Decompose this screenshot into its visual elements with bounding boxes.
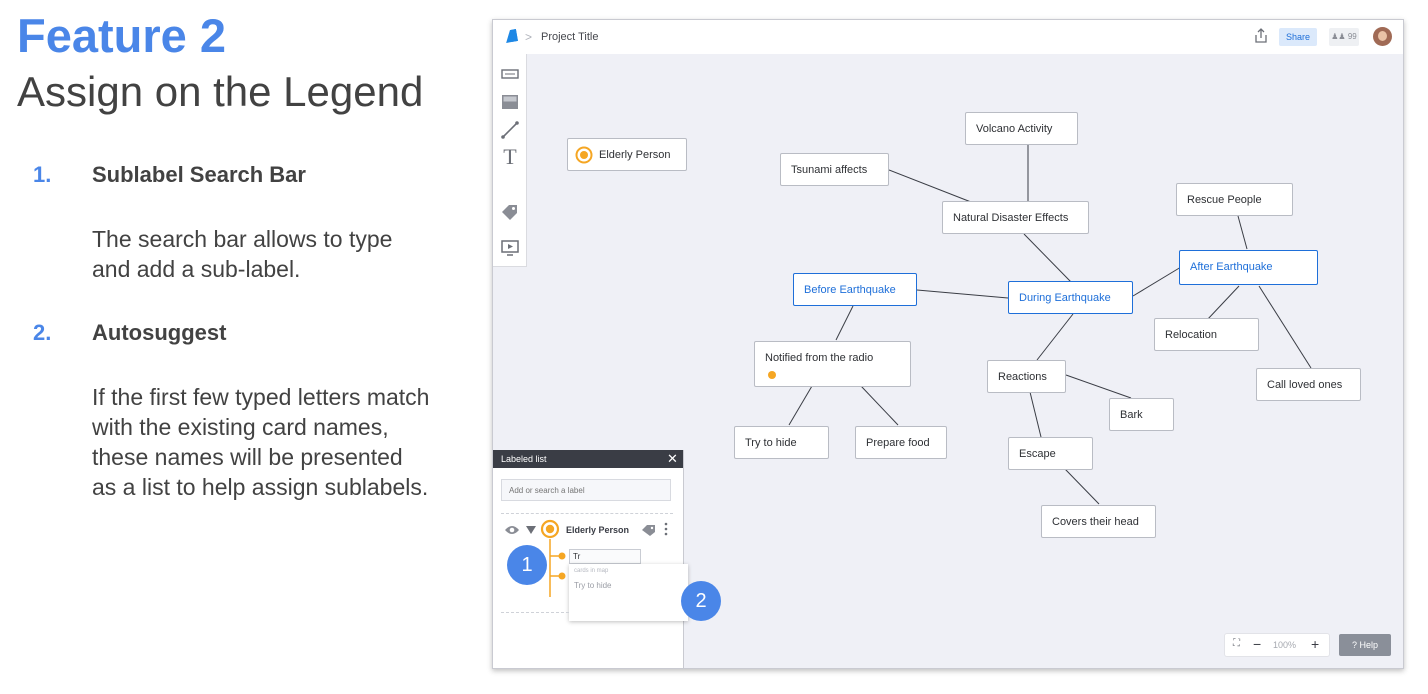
autosuggest-caption: cards in map bbox=[574, 568, 609, 574]
item-number-1: 1. bbox=[33, 162, 52, 187]
card-prepare-food[interactable]: Prepare food bbox=[855, 426, 947, 459]
card-during-earthquake[interactable]: During Earthquake bbox=[1008, 281, 1133, 314]
callout-badge-2: 2 bbox=[681, 581, 721, 621]
label-search-bar[interactable] bbox=[501, 479, 671, 501]
map-connectors bbox=[788, 145, 1312, 505]
close-icon[interactable]: ✕ bbox=[667, 451, 678, 466]
card-notified-label: Notified from the radio bbox=[765, 352, 874, 364]
feature-description: Feature 2 Assign on the Legend 1. Sublab… bbox=[0, 0, 480, 694]
users-icon: ♟♟ bbox=[1331, 32, 1348, 41]
upload-icon[interactable] bbox=[1252, 27, 1270, 45]
panel-header: Labeled list ✕ bbox=[493, 450, 683, 468]
more-options-icon[interactable] bbox=[663, 522, 669, 536]
sublabel-tree-lines bbox=[549, 539, 566, 597]
feature-title: Feature 2 bbox=[17, 9, 226, 62]
label-search-input[interactable] bbox=[502, 480, 666, 501]
tag-icon[interactable] bbox=[641, 523, 657, 537]
card-reactions[interactable]: Reactions bbox=[987, 360, 1066, 393]
zoom-controls: ⛶ − 100% + bbox=[1225, 634, 1329, 656]
callout-badge-1: 1 bbox=[507, 545, 547, 585]
item-body-1: The search bar allows to type and add a … bbox=[92, 226, 393, 282]
item-heading-1: Sublabel Search Bar bbox=[92, 162, 306, 187]
card-try-to-hide[interactable]: Try to hide bbox=[734, 426, 829, 459]
legend-card[interactable]: Elderly Person bbox=[567, 138, 687, 171]
card-escape[interactable]: Escape bbox=[1008, 437, 1093, 470]
users-count-button[interactable]: ♟♟ 99 bbox=[1329, 28, 1359, 46]
connector-tool-icon[interactable] bbox=[500, 120, 520, 140]
label-tool-icon[interactable] bbox=[500, 202, 520, 222]
share-button[interactable]: Share bbox=[1279, 28, 1317, 46]
zoom-level: 100% bbox=[1273, 640, 1297, 650]
autosuggest-item[interactable]: Try to hide bbox=[574, 581, 612, 590]
app-window: > Project Title Share ♟♟ 99 T bbox=[492, 19, 1404, 669]
card-relocation[interactable]: Relocation bbox=[1154, 318, 1259, 351]
users-count: 99 bbox=[1347, 32, 1357, 41]
project-title[interactable]: Project Title bbox=[541, 31, 599, 43]
orange-label-icon bbox=[575, 146, 593, 164]
label-name: Elderly Person bbox=[566, 525, 630, 535]
labeled-list-panel: Labeled list ✕ Elderly Person Tr cards i… bbox=[493, 450, 688, 668]
presentation-tool-icon[interactable] bbox=[500, 238, 520, 258]
card-rescue[interactable]: Rescue People bbox=[1176, 183, 1293, 216]
fit-screen-icon[interactable]: ⛶ bbox=[1233, 638, 1240, 649]
card-volcano[interactable]: Volcano Activity bbox=[965, 112, 1078, 145]
panel-title: Labeled list bbox=[501, 454, 547, 464]
item-number-2: 2. bbox=[33, 320, 52, 345]
autosuggest-dropdown: cards in map Try to hide bbox=[569, 564, 688, 621]
card-natural-disaster[interactable]: Natural Disaster Effects bbox=[942, 201, 1089, 234]
top-bar: > Project Title Share ♟♟ 99 bbox=[493, 20, 1403, 54]
divider bbox=[501, 612, 569, 613]
orange-sublabel-dot bbox=[768, 371, 776, 379]
card-notified[interactable]: Notified from the radio bbox=[754, 341, 911, 387]
text-tool-icon[interactable]: T bbox=[503, 144, 517, 169]
zoom-in-button[interactable]: + bbox=[1311, 636, 1320, 652]
feature-subtitle: Assign on the Legend bbox=[17, 68, 424, 115]
card-tsunami[interactable]: Tsunami affects bbox=[780, 153, 889, 186]
caret-down-icon[interactable] bbox=[526, 526, 536, 534]
card-before-earthquake[interactable]: Before Earthquake bbox=[793, 273, 917, 306]
card-bark[interactable]: Bark bbox=[1109, 398, 1174, 431]
help-button[interactable]: ? Help bbox=[1339, 634, 1391, 656]
eye-icon[interactable] bbox=[504, 524, 520, 536]
legend-card-label: Elderly Person bbox=[599, 149, 671, 161]
divider bbox=[501, 513, 673, 514]
sublabel-input[interactable]: Tr bbox=[569, 549, 641, 564]
card-after-earthquake[interactable]: After Earthquake bbox=[1179, 250, 1318, 285]
item-body-2: If the first few typed letters match wit… bbox=[92, 384, 430, 500]
image-tool-icon[interactable] bbox=[500, 92, 520, 112]
orange-label-icon bbox=[540, 519, 560, 539]
card-tool-icon[interactable] bbox=[500, 64, 520, 84]
left-toolbar: T bbox=[493, 54, 527, 267]
avatar[interactable] bbox=[1373, 27, 1392, 46]
breadcrumb-separator: > bbox=[525, 30, 533, 44]
item-heading-2: Autosuggest bbox=[92, 320, 227, 345]
card-covers-head[interactable]: Covers their head bbox=[1041, 505, 1156, 538]
zoom-out-button[interactable]: − bbox=[1253, 636, 1262, 652]
card-call-loved-ones[interactable]: Call loved ones bbox=[1256, 368, 1361, 401]
